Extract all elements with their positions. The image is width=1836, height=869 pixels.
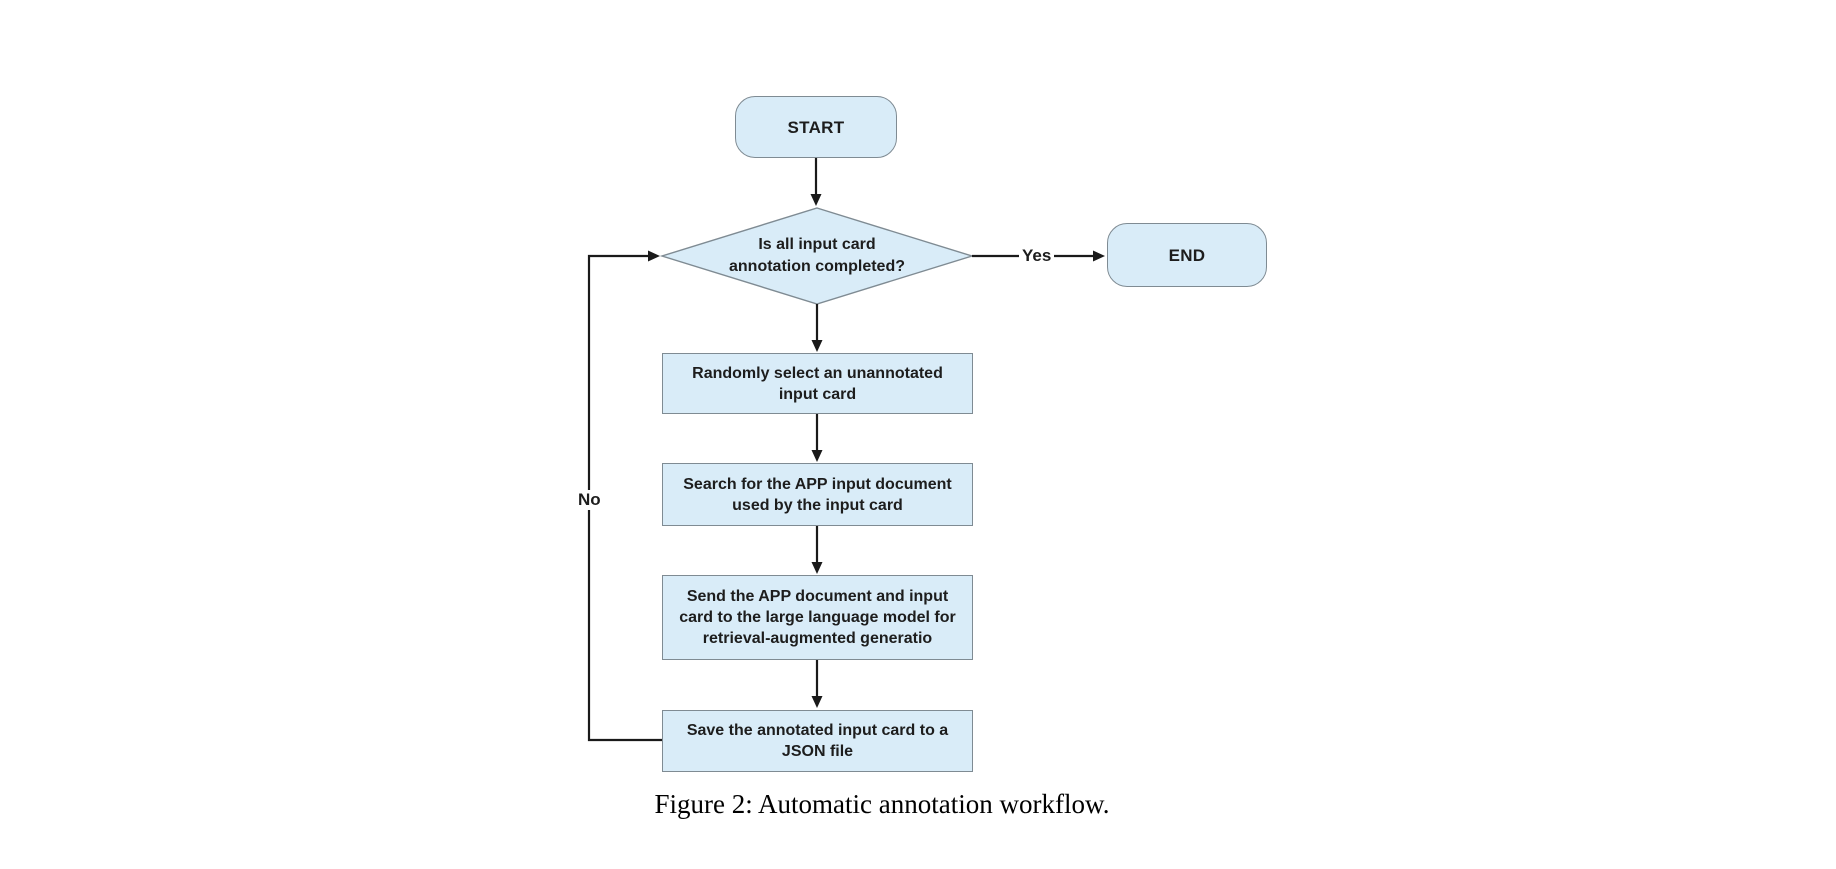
arrowhead-down-icon: [811, 450, 823, 462]
arrowhead-right-icon: [648, 250, 660, 262]
decision-node: Is all input card annotation completed?: [729, 236, 905, 275]
arrowhead-down-icon: [811, 696, 823, 708]
arrowhead-down-icon: [810, 194, 822, 206]
process-node-save-json: Save the annotated input card to a JSON …: [662, 710, 973, 772]
arrowhead-down-icon: [811, 340, 823, 352]
no-edge-label: No: [575, 490, 604, 510]
arrowhead-right-icon: [1093, 250, 1105, 262]
process-node-send-to-llm: Send the APP document and input card to …: [662, 575, 973, 660]
process-node-select-card: Randomly select an unannotated input car…: [662, 353, 973, 414]
process-node-search-document: Search for the APP input document used b…: [662, 463, 973, 526]
end-node: END: [1107, 223, 1267, 287]
arrowhead-down-icon: [811, 562, 823, 574]
start-node: START: [735, 96, 897, 158]
yes-edge-label: Yes: [1019, 246, 1055, 266]
figure-caption: Figure 2: Automatic annotation workflow.: [654, 789, 1110, 819]
